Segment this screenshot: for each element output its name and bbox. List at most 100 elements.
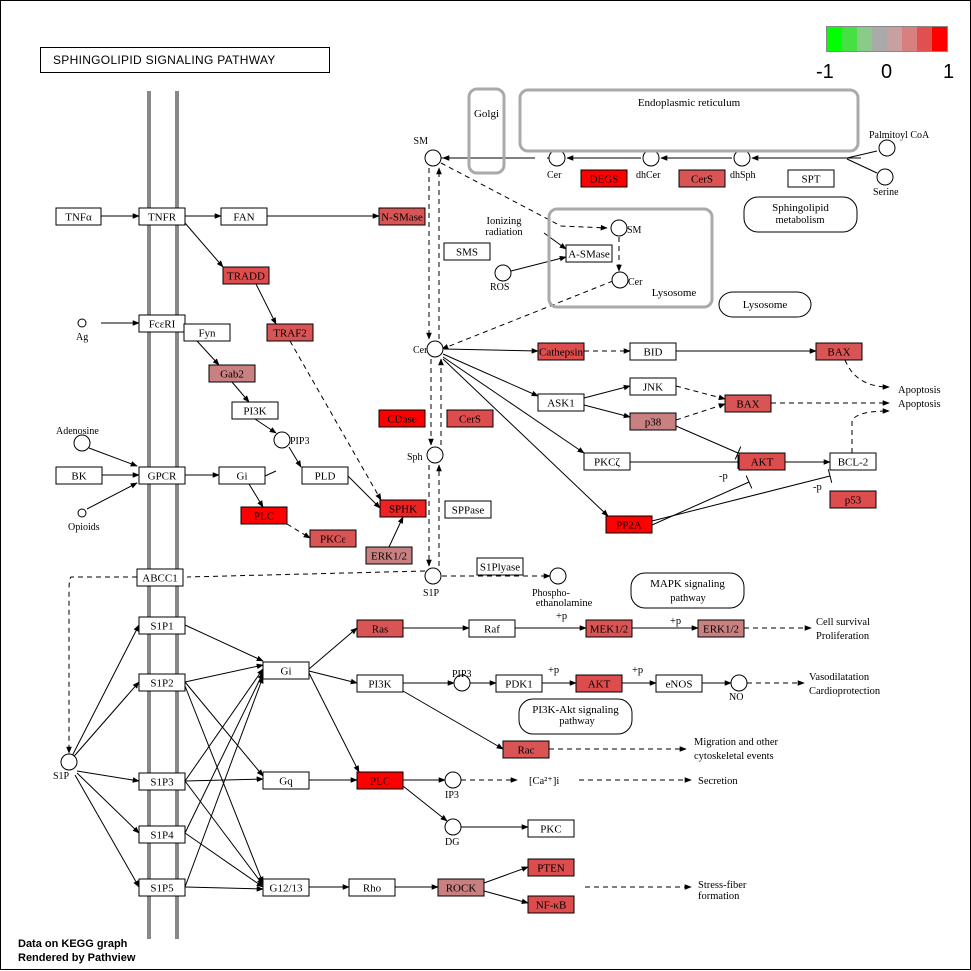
- gene-node-pi3k1[interactable]: PI3K: [231, 401, 279, 420]
- edge: [184, 624, 264, 662]
- map-box-lysosome2[interactable]: Lysosome: [718, 291, 812, 318]
- gene-node-ras[interactable]: Ras: [356, 619, 404, 638]
- gene-node-gq[interactable]: Gq: [262, 771, 310, 790]
- gene-node-gi1[interactable]: Gi: [218, 466, 266, 485]
- gene-node-pdk1[interactable]: PDK1: [495, 674, 543, 693]
- gene-node-raf[interactable]: Raf: [468, 619, 516, 638]
- gene-node-g1213[interactable]: G12/13: [262, 878, 310, 897]
- map-box-label: Lysosome: [743, 299, 788, 311]
- compound-opioids[interactable]: Opioids: [68, 508, 100, 533]
- gene-node-sppase[interactable]: SPPase: [444, 500, 492, 519]
- gene-node-pi3k2[interactable]: PI3K: [356, 674, 404, 693]
- compound-ros[interactable]: ROS: [490, 264, 512, 293]
- gene-node-tnfa[interactable]: TNFα: [55, 207, 102, 226]
- annotation-secretion: Secretion: [698, 776, 738, 787]
- compound-cer_lys[interactable]: Cer: [611, 271, 643, 289]
- gene-node-akt1[interactable]: AKT: [738, 452, 786, 471]
- gene-node-rock[interactable]: ROCK: [437, 878, 485, 897]
- compound-dhsph[interactable]: dhSph: [730, 149, 756, 181]
- gene-node-pkce[interactable]: PKCε: [309, 529, 357, 548]
- gene-label: BCL-2: [838, 457, 869, 469]
- gene-node-akt2[interactable]: AKT: [575, 674, 623, 693]
- gene-node-plc2[interactable]: PLC: [356, 771, 404, 790]
- gene-node-spt[interactable]: SPT: [787, 169, 835, 188]
- gene-node-tnfr[interactable]: TNFR: [138, 207, 186, 226]
- gene-node-bid[interactable]: BID: [629, 342, 677, 361]
- gene-node-p53[interactable]: p53: [829, 490, 877, 509]
- map-box-sphmeta[interactable]: Sphingolipid: [743, 196, 858, 233]
- gene-node-enos[interactable]: eNOS: [655, 674, 703, 693]
- gene-node-p38[interactable]: p38: [629, 412, 677, 431]
- gene-node-jnk[interactable]: JNK: [629, 377, 677, 396]
- compound-sm1[interactable]: SM: [414, 136, 442, 167]
- gene-node-bcl2[interactable]: BCL-2: [829, 452, 877, 471]
- gene-node-fan[interactable]: FAN: [220, 207, 268, 226]
- gene-node-pld[interactable]: PLD: [301, 466, 349, 485]
- gene-node-pten[interactable]: PTEN: [527, 858, 575, 877]
- gene-label: CerS: [691, 174, 713, 186]
- compound-dg[interactable]: DG: [444, 818, 462, 848]
- gene-node-mek[interactable]: MEK1/2: [585, 619, 633, 638]
- gene-node-s1p2[interactable]: S1P2: [138, 673, 186, 692]
- annotation-apoptosis2: Apoptosis: [898, 399, 941, 410]
- gene-node-plc1[interactable]: PLC: [240, 506, 288, 525]
- compound-s1p_main[interactable]: S1P: [423, 567, 442, 599]
- compound-palm[interactable]: Palmitoyl CoA: [869, 130, 930, 157]
- compound-cer_main[interactable]: Cer: [413, 340, 444, 358]
- gene-node-sphk[interactable]: SPHK: [379, 499, 427, 518]
- gene-node-traf2[interactable]: TRAF2: [266, 323, 314, 342]
- compound-pip3a[interactable]: PIP3: [273, 431, 309, 449]
- gene-node-fceri[interactable]: FcεRI: [138, 314, 186, 333]
- gene-node-bax2[interactable]: BAX: [724, 394, 772, 413]
- gene-label: BAX: [736, 399, 759, 411]
- compound-no[interactable]: NO: [729, 674, 748, 703]
- gene-node-nfkb[interactable]: NF-κB: [527, 895, 575, 914]
- gene-node-s1p5[interactable]: S1P5: [138, 878, 186, 897]
- gene-node-erk1[interactable]: ERK1/2: [365, 546, 413, 565]
- gene-node-s1p1[interactable]: S1P1: [138, 616, 186, 635]
- gene-node-rho[interactable]: Rho: [348, 878, 396, 897]
- gene-node-cathepsin[interactable]: Cathepsin: [537, 342, 585, 361]
- gene-node-nsmase[interactable]: N-SMase: [378, 207, 426, 226]
- gene-node-s1plyase[interactable]: S1Plyase: [476, 557, 524, 576]
- gene-node-erk2[interactable]: ERK1/2: [697, 619, 745, 638]
- gene-node-fyn[interactable]: Fyn: [183, 323, 231, 342]
- gene-node-bax1[interactable]: BAX: [815, 342, 863, 361]
- compound-sph[interactable]: Sph: [407, 446, 444, 464]
- gene-node-asmase[interactable]: A-SMase: [565, 244, 613, 263]
- map-box-pi3kakt[interactable]: PI3K-Akt signaling: [518, 698, 633, 735]
- compound-pip3b[interactable]: PIP3: [452, 669, 471, 692]
- map-box-golgi[interactable]: Golgi: [467, 87, 506, 175]
- compound-sm_lys[interactable]: SM: [610, 219, 642, 237]
- compound-dhcer[interactable]: dhCer: [636, 149, 661, 181]
- gene-node-bk[interactable]: BK: [55, 466, 103, 485]
- map-box-lys_box[interactable]: Lysosome: [547, 207, 714, 309]
- gene-node-ask1[interactable]: ASK1: [537, 393, 585, 412]
- gene-node-sms[interactable]: SMS: [443, 242, 491, 261]
- gene-node-cdase[interactable]: CDase: [378, 409, 426, 428]
- gene-node-gab2[interactable]: Gab2: [208, 364, 256, 383]
- gene-node-degs[interactable]: DEGS: [580, 169, 628, 188]
- gene-node-s1p3[interactable]: S1P3: [138, 772, 186, 791]
- gene-node-abcc1[interactable]: ABCC1: [136, 568, 184, 587]
- compound-ip3[interactable]: IP3: [444, 771, 462, 801]
- compound-serine[interactable]: Serine: [873, 168, 899, 198]
- edge: [510, 255, 567, 272]
- compound-ag[interactable]: Ag: [76, 318, 88, 343]
- gene-node-gpcr[interactable]: GPCR: [138, 466, 186, 485]
- gene-node-pp2a[interactable]: PP2A: [605, 515, 653, 534]
- map-box-er[interactable]: Endoplasmic reticulum: [518, 88, 860, 153]
- gene-node-pkc[interactable]: PKC: [527, 819, 575, 838]
- gene-node-cers2[interactable]: CerS: [446, 409, 494, 428]
- map-box-mapk[interactable]: MAPK signaling: [630, 572, 745, 609]
- gene-node-rac[interactable]: Rac: [502, 740, 550, 759]
- gene-node-s1p4[interactable]: S1P4: [138, 825, 186, 844]
- compound-cer_er[interactable]: Cer: [547, 149, 566, 181]
- compound-phosphoeth[interactable]: Phospho-: [532, 567, 570, 599]
- gene-node-gi2[interactable]: Gi: [262, 661, 310, 680]
- compound-s1p_left[interactable]: S1P: [53, 753, 78, 782]
- gene-node-pkcz[interactable]: PKCζ: [583, 452, 631, 471]
- gene-node-cers1[interactable]: CerS: [678, 169, 726, 188]
- gene-node-tradd[interactable]: TRADD: [222, 266, 270, 285]
- compound-adenosine[interactable]: Adenosine: [56, 426, 99, 452]
